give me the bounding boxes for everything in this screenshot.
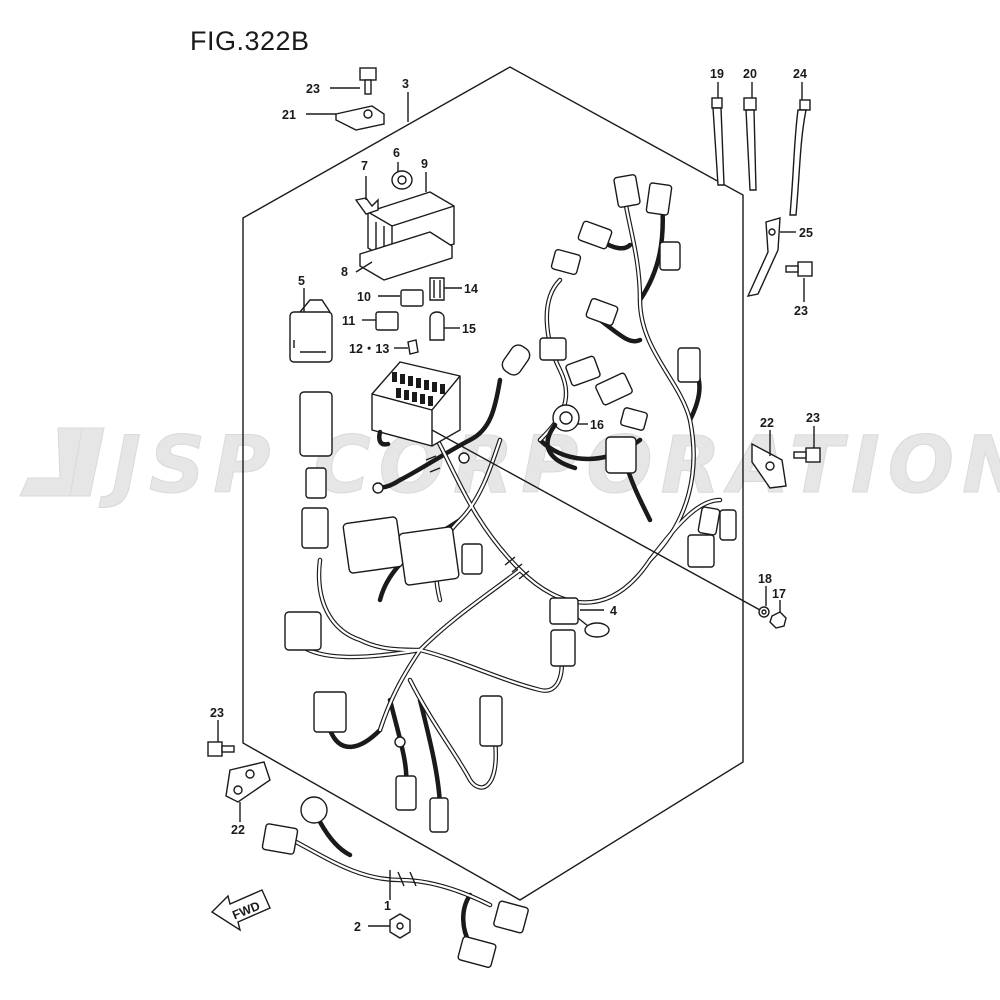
connector-plug <box>565 355 601 387</box>
part-20-cable-tie <box>743 97 757 191</box>
callout-23-left: 23 <box>210 706 224 720</box>
part-1-sub-harness <box>261 796 529 969</box>
part-25-bracket <box>746 217 781 297</box>
part-18-washer-hole <box>761 609 767 615</box>
connector-plug <box>697 506 721 536</box>
junction-block <box>371 361 461 447</box>
part-17-nut <box>769 611 787 629</box>
part-21-bracket <box>335 105 385 131</box>
connector-plug <box>461 543 483 575</box>
ground-terminal <box>458 452 470 464</box>
part-23-bolt-top <box>359 67 377 95</box>
watermark: JSP CORPORATION <box>19 421 1000 512</box>
callout-23-right-upper: 23 <box>794 304 808 318</box>
part-6-grommet <box>391 170 413 190</box>
part-8-gasket <box>359 231 453 281</box>
part-2-nut-hole <box>396 922 404 930</box>
callout-5: 5 <box>298 274 305 288</box>
part-15-fuse-puller <box>429 311 445 341</box>
connector-plug <box>577 220 613 250</box>
part-7-clip <box>354 197 379 215</box>
connector-plug <box>395 775 417 811</box>
connector-socket <box>605 436 637 474</box>
callout-14: 14 <box>464 282 478 296</box>
callout-20: 20 <box>743 67 757 81</box>
callout-22-right: 22 <box>760 416 774 430</box>
connector-plug <box>305 467 327 499</box>
ground-terminal <box>372 482 384 494</box>
connector-plug <box>595 372 633 406</box>
callout-18: 18 <box>758 572 772 586</box>
connector-plug <box>620 407 648 431</box>
leader-lines <box>217 82 815 927</box>
connector-plug <box>645 182 673 216</box>
part-5-relay <box>289 299 333 363</box>
part-23-bolt-left <box>207 741 235 757</box>
connector-plug <box>550 248 582 276</box>
part-14-fuse <box>429 277 445 301</box>
callout-12-13: 12・13 <box>349 342 389 356</box>
ground-terminal <box>394 736 406 748</box>
part-24-cable-tie <box>789 99 811 216</box>
connector-plug <box>613 174 641 208</box>
part-23-bolt-right-mid <box>793 447 821 463</box>
part-10-relay <box>400 289 424 307</box>
part-22-bracket-right <box>751 442 787 489</box>
callout-16: 16 <box>590 418 604 432</box>
callout-7: 7 <box>361 159 368 173</box>
connector-plug <box>719 509 737 541</box>
relay-socket <box>299 391 333 457</box>
callout-1: 1 <box>384 899 391 913</box>
callout-23-top: 23 <box>306 82 320 96</box>
figure-title: FIG.322B <box>190 26 310 56</box>
part-12-13-fuse <box>407 339 419 355</box>
part-23-bolt-right-upper <box>785 261 813 277</box>
connector-plug <box>313 691 347 733</box>
part-22-bracket-left <box>225 761 271 803</box>
callout-19: 19 <box>710 67 724 81</box>
part-21-hole <box>363 109 373 119</box>
callout-10: 10 <box>357 290 371 304</box>
callout-9: 9 <box>421 157 428 171</box>
ecu-connector <box>342 516 404 574</box>
connector-plug <box>550 629 576 667</box>
connector-plug <box>301 507 329 549</box>
callout-8: 8 <box>341 265 348 279</box>
connector-plug <box>659 241 681 271</box>
callout-24: 24 <box>793 67 807 81</box>
connector-socket <box>284 611 322 651</box>
fwd-arrow: FWD <box>210 889 271 932</box>
callout-3: 3 <box>402 77 409 91</box>
part-19-cable-tie <box>711 97 725 186</box>
connector-plug <box>677 347 701 383</box>
connector-plug <box>429 797 449 833</box>
callout-11: 11 <box>342 314 355 328</box>
part-4-connector-cap <box>549 597 610 638</box>
callouts: 1 2 3 4 5 6 7 8 9 10 11 12・13 14 15 16 1… <box>210 67 820 934</box>
part-11-relay <box>375 311 399 331</box>
callout-15: 15 <box>462 322 476 336</box>
callout-22-left: 22 <box>231 823 245 837</box>
connector-plug <box>585 297 619 327</box>
watermark-logo-icon <box>19 427 105 497</box>
callout-4: 4 <box>610 604 617 618</box>
fuse-slots <box>392 372 445 406</box>
callout-6: 6 <box>393 146 400 160</box>
part-18-washer <box>758 606 770 618</box>
connector-plug <box>539 337 567 361</box>
harness-connectors <box>284 174 737 833</box>
part-2-nut <box>389 913 411 939</box>
connector-plug <box>479 695 503 747</box>
connector-plug <box>687 534 715 568</box>
assembly-outline <box>242 66 744 901</box>
callout-17: 17 <box>772 587 786 601</box>
callout-2: 2 <box>354 920 361 934</box>
ecu-connector <box>398 526 460 586</box>
callout-21: 21 <box>282 108 296 122</box>
callout-23-right-mid: 23 <box>806 411 820 425</box>
callout-25: 25 <box>799 226 813 240</box>
harness-sensor <box>501 344 531 376</box>
part-16-buzzer <box>545 404 580 471</box>
